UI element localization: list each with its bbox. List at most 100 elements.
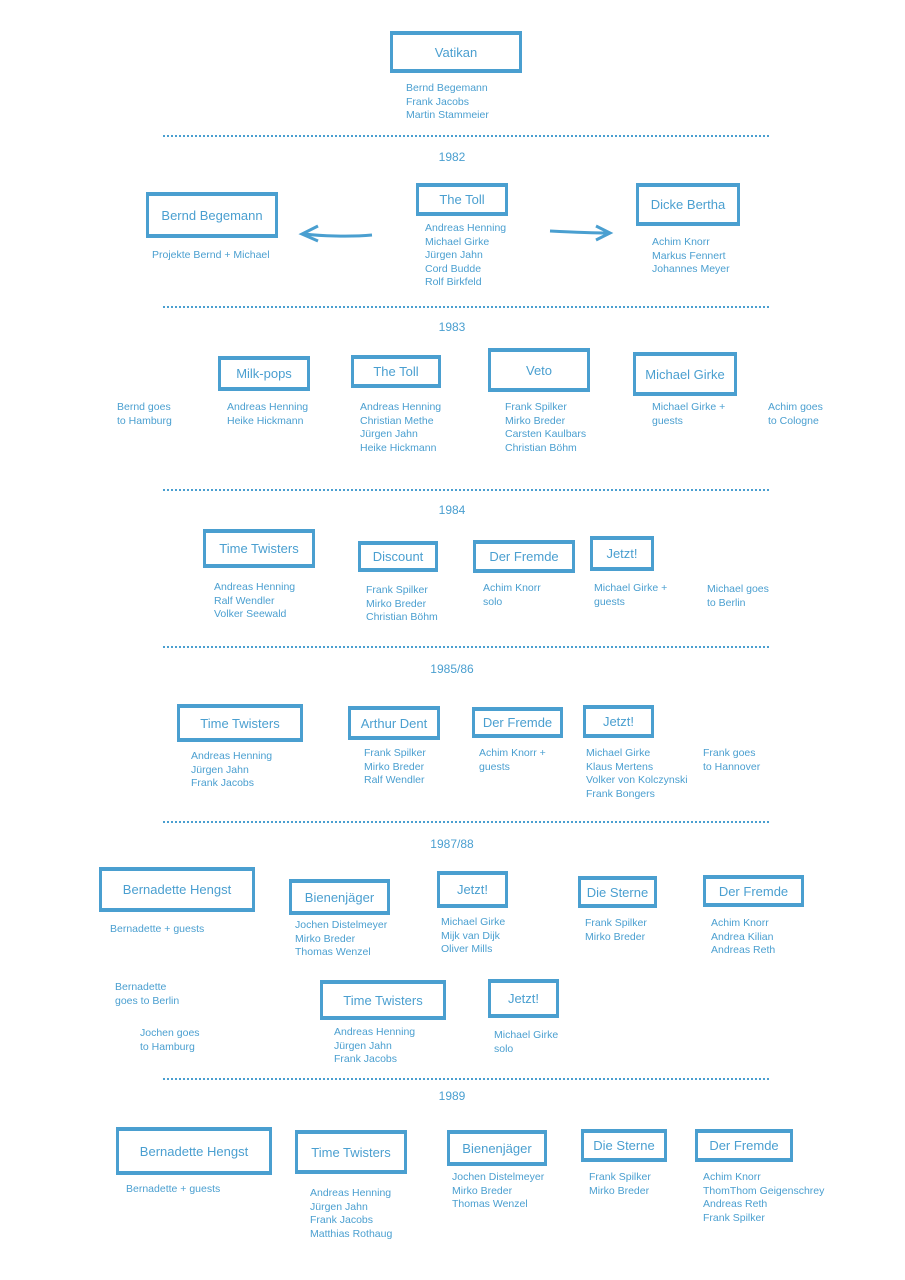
member-name: solo [494,1042,514,1055]
member-name: Bernadette + guests [110,923,205,935]
member-name: Frank Spilker [505,401,567,413]
member-name: Michael Girke [441,916,506,928]
move-note-1983-0: Bernd goes to Hamburg [117,401,172,427]
member-name: Andreas Henning [191,750,273,762]
member-name: Christian Methe [360,414,434,427]
band-box-1987-bernadette-hengst: Bernadette Hengst [99,867,255,912]
member-name: Achim Knorr [652,236,710,248]
member-name: Frank Spilker [364,747,426,759]
member-name: Rolf Birkfeld [425,276,482,289]
member-name: Jürgen Jahn [310,1200,368,1213]
member-name: Frank Jacobs [191,777,255,790]
member-name: Achim Knorr + [479,747,546,759]
band-box-1987-bienenj-ger: Bienenjäger [289,879,390,915]
member-name: Heike Hickmann [227,414,304,427]
band-box-1982-the-toll: The Toll [416,183,508,216]
band-box-1985-arthur-dent: Arthur Dent [348,706,440,740]
member-name: Mijk van Dijk [441,929,500,942]
band-box-1987-jetzt: Jetzt! [488,979,559,1018]
member-name: Frank Spilker [589,1171,651,1183]
member-name: Jochen Distelmeyer [452,1171,545,1183]
member-name: Markus Fennert [652,249,726,262]
band-box-1983-the-toll: The Toll [351,355,441,388]
member-name: Mirko Breder [505,414,566,427]
member-name: Frank Bongers [586,787,655,800]
member-name: Matthias Rothaug [310,1227,393,1240]
band-box-1987-der-fremde: Der Fremde [703,875,804,907]
band-box-1989-bienenj-ger: Bienenjäger [447,1130,547,1166]
member-name: Heike Hickmann [360,441,437,454]
member-name: Projekte Bernd + Michael [152,249,270,261]
arrow-right [549,224,614,242]
member-name: Frank Jacobs [310,1214,374,1227]
member-name: Frank Spilker [703,1211,765,1224]
move-note-1987-0: Bernadette goes to Berlin [115,981,180,1007]
member-name: Christian Böhm [366,611,438,624]
band-box-1989-time-twisters: Time Twisters [295,1130,407,1174]
member-name: Oliver Mills [441,943,493,956]
band-box-1989-der-fremde: Der Fremde [695,1129,793,1162]
year-divider [163,1078,769,1080]
band-box-1984-jetzt: Jetzt! [590,536,654,571]
year-label: 1985/86 [430,662,474,676]
band-box-1982-bernd-begemann: Bernd Begemann [146,192,278,238]
member-name: Michael Girke [494,1029,559,1041]
member-list-1982-bernd-begemann: Projekte Bernd + Michael [152,249,270,263]
member-name: Thomas Wenzel [452,1198,528,1211]
member-name: Andreas Reth [703,1198,768,1211]
band-box-1984-time-twisters: Time Twisters [203,529,315,568]
member-name: solo [483,595,503,608]
member-name: Achim Knorr [483,582,541,594]
member-name: Mirko Breder [295,932,356,945]
year-divider [163,821,769,823]
move-note-1984-0: Michael goes to Berlin [707,583,769,609]
band-box-1982-dicke-bertha: Dicke Bertha [636,183,740,226]
member-name: Andreas Reth [711,944,776,957]
member-name: Christian Böhm [505,441,577,454]
band-box-1987-time-twisters: Time Twisters [320,980,446,1020]
member-name: guests [652,414,683,427]
member-name: Volker von Kolczynski [586,774,688,787]
member-name: Volker Seewald [214,608,287,621]
member-name: Cord Budde [425,262,482,275]
band-box-1985-jetzt: Jetzt! [583,705,654,738]
member-list-1983-michael-girke: Michael Girke +guests [652,401,725,428]
band-box-1983-michael-girke: Michael Girke [633,352,737,396]
member-name: Andreas Henning [334,1026,416,1038]
member-name: Mirko Breder [452,1184,513,1197]
move-note-1983-1: Achim goes to Cologne [768,401,823,427]
band-box-1987-die-sterne: Die Sterne [578,876,657,908]
band-box-1989-bernadette-hengst: Bernadette Hengst [116,1127,272,1175]
member-name: Andrea Kilian [711,930,774,943]
member-name: Ralf Wendler [364,774,425,787]
band-box-1985-der-fremde: Der Fremde [472,707,563,738]
band-box-1983-veto: Veto [488,348,590,392]
member-name: Jürgen Jahn [360,428,418,441]
member-name: Michael Girke [586,747,651,759]
member-name: Michael Girke [425,235,490,248]
year-label: 1982 [438,150,466,164]
member-name: Bernd Begemann [406,82,488,94]
member-name: Achim Knorr [711,917,769,929]
member-name: Andreas Henning [360,401,442,413]
year-label: 1983 [438,320,466,334]
member-name: Frank Jacobs [334,1053,398,1066]
band-box-1989-die-sterne: Die Sterne [581,1129,667,1162]
